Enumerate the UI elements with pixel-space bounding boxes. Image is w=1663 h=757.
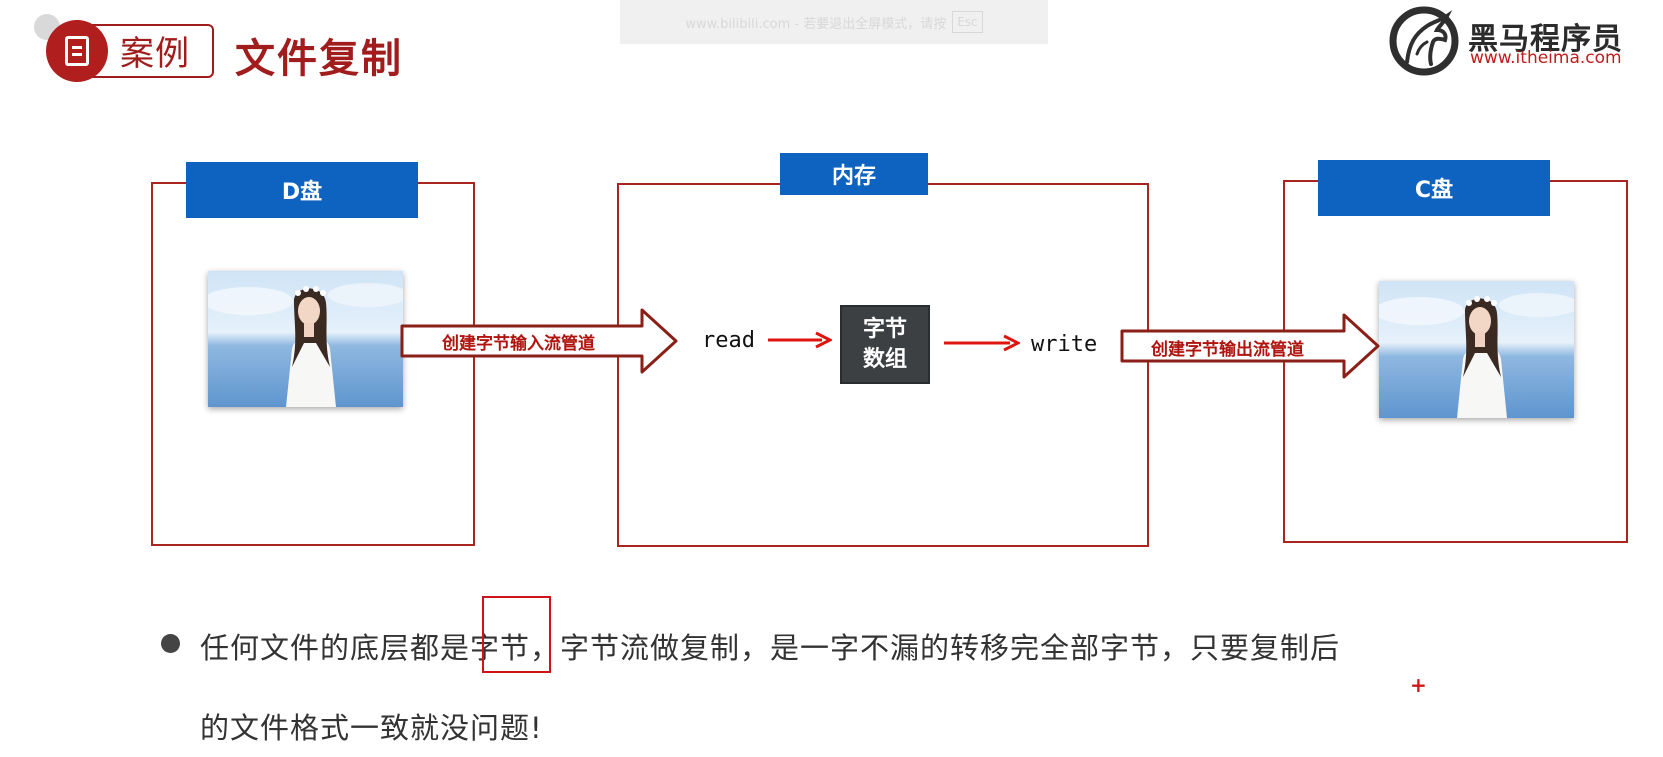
byte-highlight-box <box>482 596 551 673</box>
byte-array-line2: 数组 <box>862 346 907 372</box>
fullscreen-notice-text: www.bilibili.com - 若要退出全屏模式，请按 <box>685 16 947 32</box>
crosshair-cursor-icon: + <box>1410 673 1427 697</box>
write-label: write <box>1031 332 1098 357</box>
page-title: 文件复制 <box>235 36 403 82</box>
write-arrow-icon <box>944 334 1020 352</box>
output-stream-arrow <box>1120 313 1380 379</box>
source-photo <box>208 271 403 407</box>
d-drive-label: D盘 <box>186 162 418 218</box>
logo-name: 黑马程序员 <box>1468 22 1623 57</box>
logo-url: www.itheima.com <box>1470 48 1622 68</box>
case-label: 案例 <box>120 34 190 74</box>
fullscreen-notice: www.bilibili.com - 若要退出全屏模式，请按 Esc <box>620 0 1048 44</box>
c-drive-label: C盘 <box>1318 160 1550 216</box>
input-stream-label: 创建字节输入流管道 <box>442 334 595 354</box>
document-icon <box>46 20 108 82</box>
case-tag-frame <box>92 24 214 78</box>
horse-logo-icon <box>1389 6 1459 76</box>
read-arrow-icon <box>768 331 832 349</box>
bullet-dot <box>161 634 180 653</box>
byte-array-box: 字节 数组 <box>840 305 930 384</box>
output-stream-label: 创建字节输出流管道 <box>1151 340 1304 360</box>
byte-array-line1: 字节 <box>862 316 907 342</box>
read-label: read <box>702 328 755 353</box>
copied-photo <box>1379 281 1574 418</box>
esc-key-badge: Esc <box>952 11 983 33</box>
note-line-2: 的文件格式一致就没问题! <box>200 711 543 745</box>
memory-label: 内存 <box>780 153 928 195</box>
input-stream-arrow <box>400 308 678 374</box>
note-line-1: 任何文件的底层都是字节，字节流做复制，是一字不漏的转移完全部字节，只要复制后 <box>200 631 1341 665</box>
